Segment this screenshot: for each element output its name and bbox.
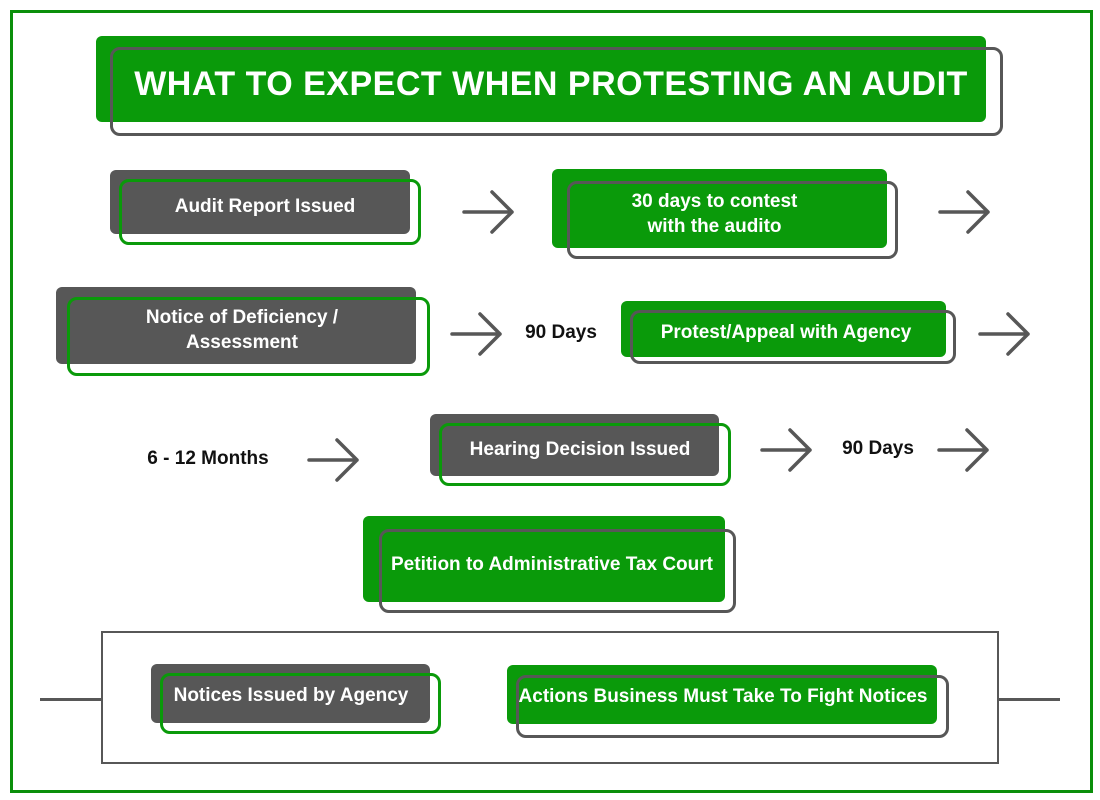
legend-agency-outline bbox=[160, 673, 441, 734]
legend-business-label: Actions Business Must Take To Fight Noti… bbox=[518, 686, 928, 707]
petition-box-outline bbox=[379, 529, 736, 613]
contest-box-outline bbox=[567, 181, 898, 259]
duration-6-12-months: 6 - 12 Months bbox=[147, 448, 269, 469]
legend-business-swatch bbox=[507, 665, 937, 724]
legend-line-right bbox=[998, 698, 1060, 701]
arrow-right-icon bbox=[938, 188, 992, 236]
arrow-right-icon bbox=[937, 426, 991, 474]
hearing-decision-box-outline bbox=[439, 423, 731, 486]
title-banner bbox=[96, 36, 986, 122]
contest-label: 30 days to contest with the audito bbox=[631, 191, 798, 237]
arrow-right-icon bbox=[307, 436, 361, 484]
title-banner-outline bbox=[110, 47, 1003, 136]
audit-report-box-outline bbox=[119, 179, 421, 245]
arrow-right-icon bbox=[462, 188, 516, 236]
arrow-right-icon bbox=[450, 310, 504, 358]
duration-90-days: 90 Days bbox=[842, 438, 914, 459]
notice-deficiency-box-outline bbox=[67, 297, 430, 376]
legend bbox=[101, 631, 999, 764]
arrow-right-icon bbox=[978, 310, 1032, 358]
legend-business-outline bbox=[516, 675, 949, 738]
page-border bbox=[10, 10, 1093, 793]
notice-deficiency-label: Notice of Deficiency / Assessment bbox=[145, 307, 339, 353]
hearing-decision-label: Hearing Decision Issued bbox=[469, 438, 691, 460]
page-title: WHAT TO EXPECT WHEN PROTESTING AN AUDIT bbox=[134, 64, 968, 103]
duration-90-days: 90 Days bbox=[525, 322, 597, 343]
audit-report-label: Audit Report Issued bbox=[174, 195, 356, 217]
arrow-right-icon bbox=[760, 426, 814, 474]
protest-appeal-label: Protest/Appeal with Agency bbox=[660, 321, 912, 343]
petition-label: Petition to Administrative Tax Court bbox=[391, 553, 713, 575]
legend-line-left bbox=[40, 698, 102, 701]
legend-agency-label: Notices Issued by Agency bbox=[173, 685, 409, 706]
protest-appeal-box-outline bbox=[630, 310, 956, 364]
